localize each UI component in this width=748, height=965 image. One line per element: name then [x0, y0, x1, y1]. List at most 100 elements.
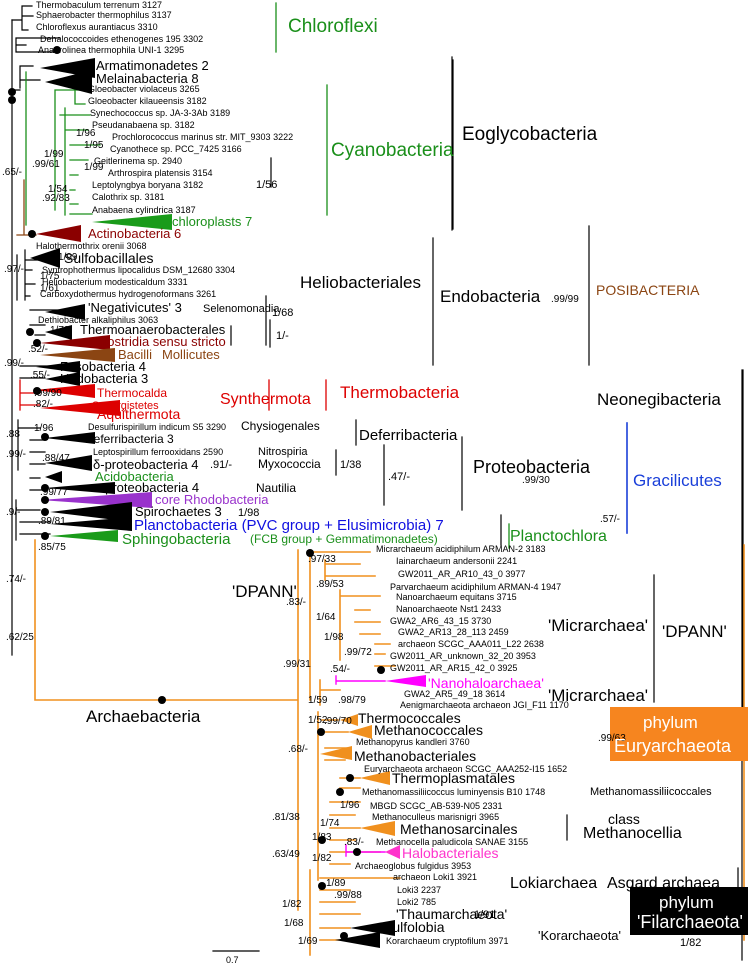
taxon-label: Loki2 785 — [397, 897, 436, 907]
taxon-label: Nautilia — [256, 481, 296, 495]
support-value: .74/- — [6, 574, 26, 585]
taxon-label: Methanomassiliicoccus luminyensis B10 17… — [362, 787, 545, 797]
taxon-label: Sulfobacillales — [64, 250, 154, 266]
taxon-label: 'Nanohaloarchaea' — [428, 675, 544, 691]
taxon-label: ε-proteobacteria 4 — [95, 480, 199, 495]
clade-label: Deferribacteria — [359, 427, 458, 444]
taxon-label: Halothermothrix orenii 3068 — [36, 241, 147, 251]
clade-label: Chloroflexi — [288, 16, 378, 37]
support-value: .88/47 — [42, 453, 70, 464]
taxon-label: core Rhodobacteria — [155, 492, 269, 507]
taxon-label: Thermoanaerobacterales — [80, 322, 226, 337]
taxon-label: Pseudanabaena sp. 3182 — [92, 120, 195, 130]
support-value: .97/33 — [308, 554, 336, 565]
taxon-label: GW2011_AR_AR15_42_0 3925 — [390, 663, 517, 673]
taxon-label: 'Thaumarchaeota' — [396, 906, 507, 922]
taxon-label: Methanococcales — [374, 722, 483, 738]
support-value: .9/- — [6, 507, 20, 518]
euryarchaeota-phylum-label: phylum — [643, 713, 698, 732]
taxon-label: Nanoarchaeote Nst1 2433 — [396, 604, 501, 614]
support-value: .99/99 — [551, 294, 579, 305]
nanohalo-branches — [335, 675, 386, 857]
support-value: .92/83 — [42, 193, 70, 204]
support-value: .88 — [6, 429, 20, 440]
taxon-label: Fusobacteria 4 — [60, 359, 146, 374]
support-value: .99/88 — [334, 890, 362, 901]
euryarchaeota-name-label: Euryarchaeota — [614, 736, 732, 756]
support-value: 1/99 — [44, 149, 64, 160]
clade-label: POSIBACTERIA — [596, 282, 700, 298]
taxon-label: Methanosarcinales — [400, 821, 518, 837]
clade-label: class — [608, 811, 640, 827]
support-value: 1/96 — [340, 800, 360, 811]
taxon-label: Desulfurispirillum indicum S5 3290 — [88, 422, 226, 432]
support-value: 1/61 — [40, 283, 60, 294]
support-value: .97/- — [4, 264, 24, 275]
support-value: .99/30 — [522, 475, 550, 486]
taxon-label: GW2011_AR_AR10_43_0 3977 — [398, 569, 525, 579]
support-value: .85/75 — [38, 542, 66, 553]
taxon-label: Calothrix sp. 3181 — [92, 192, 165, 202]
taxon-label: Planctobacteria (PVC group + Elusimicrob… — [134, 517, 444, 534]
taxon-label: Anaerolinea thermophila UNI-1 3295 — [38, 45, 184, 55]
taxon-label: Syntrophothermus lipocalidus DSM_12680 3… — [42, 265, 235, 275]
support-value: 1/96 — [34, 423, 54, 434]
support-value: .91/- — [210, 459, 232, 471]
support-value: .63/49 — [272, 849, 300, 860]
taxon-label: Thermococcales — [358, 710, 461, 726]
taxon-label: Korarchaeum cryptofilum 3971 — [386, 936, 509, 946]
support-value: .55/- — [30, 370, 50, 381]
support-value: .98/79 — [338, 695, 366, 706]
clade-label: Cyanobacteria — [331, 140, 454, 161]
taxon-label: GWA2_AR5_49_18 3614 — [404, 689, 505, 699]
support-value: .99/90 — [34, 388, 62, 399]
clade-label: Endobacteria — [440, 287, 541, 306]
taxon-label: Spirochaetes 3 — [135, 504, 222, 519]
clade-label: Methanocellia — [583, 825, 682, 842]
filarchaeota-name-label: 'Filarchaeota' — [637, 912, 743, 932]
clade-label: Thermobacteria — [340, 383, 460, 402]
taxon-label: Sphingobacteria — [122, 531, 231, 548]
clade-label: 'DPANN' — [662, 622, 727, 641]
support-value: 1/78 — [50, 325, 70, 336]
support-value: .62/25 — [6, 632, 34, 643]
clade-label: Heliobacteriales — [300, 273, 421, 292]
support-value: 1/64 — [316, 612, 336, 623]
clade-label: Gracilicutes — [633, 471, 722, 490]
taxon-label: Methanopyrus kandleri 3760 — [356, 737, 470, 747]
filarchaeota-box — [630, 887, 748, 935]
clade-label: 'Korarchaeota' — [538, 928, 621, 943]
clade-label: Archaebacteria — [86, 707, 201, 726]
taxon-label: Armatimonadetes 2 — [96, 58, 209, 73]
support-value: 1/74 — [320, 818, 340, 829]
support-value: .82/- — [33, 399, 53, 410]
clade-label: Neonegibacteria — [597, 390, 721, 409]
support-value: 1/98 — [324, 632, 344, 643]
clade-label: Proteobacteria — [473, 457, 591, 477]
taxon-label: Hadobacteria 3 — [60, 371, 148, 386]
taxon-label: Acidobacteria — [95, 469, 175, 484]
support-value: 1/68 — [284, 918, 304, 929]
clade-label: 'Micrarchaea' — [548, 686, 648, 705]
taxon-label: Arthrospira platensis 3154 — [108, 168, 213, 178]
support-value: .99/61 — [32, 159, 60, 170]
taxon-label: Aquithermota — [97, 406, 180, 422]
taxon-label: Myxococcia — [258, 457, 321, 471]
taxon-label: Methanocella paludicola SANAE 3155 — [376, 837, 528, 847]
support-value: 1/69 — [298, 936, 318, 947]
taxon-label: Sulfolobia — [383, 919, 445, 935]
taxon-label: Bacilli — [118, 347, 152, 362]
support-value: .99/77 — [40, 487, 68, 498]
clade-label: Asgard archaea — [607, 875, 720, 892]
clade-label: 'Micrarchaea' — [548, 616, 648, 635]
support-value: 1/82 — [680, 937, 701, 949]
taxon-label: Heliobacterium modesticaldum 3331 — [42, 277, 188, 287]
clade-label: Eoglycobacteria — [462, 124, 598, 145]
taxon-label: archaeon SCGC_AAA011_L22 2638 — [398, 639, 544, 649]
euryarchaeota-box — [610, 707, 748, 761]
support-value: 1/- — [276, 330, 289, 342]
taxon-label: Thermocalda — [97, 386, 167, 400]
taxon-label: Geitlerinema sp. 2940 — [94, 156, 182, 166]
